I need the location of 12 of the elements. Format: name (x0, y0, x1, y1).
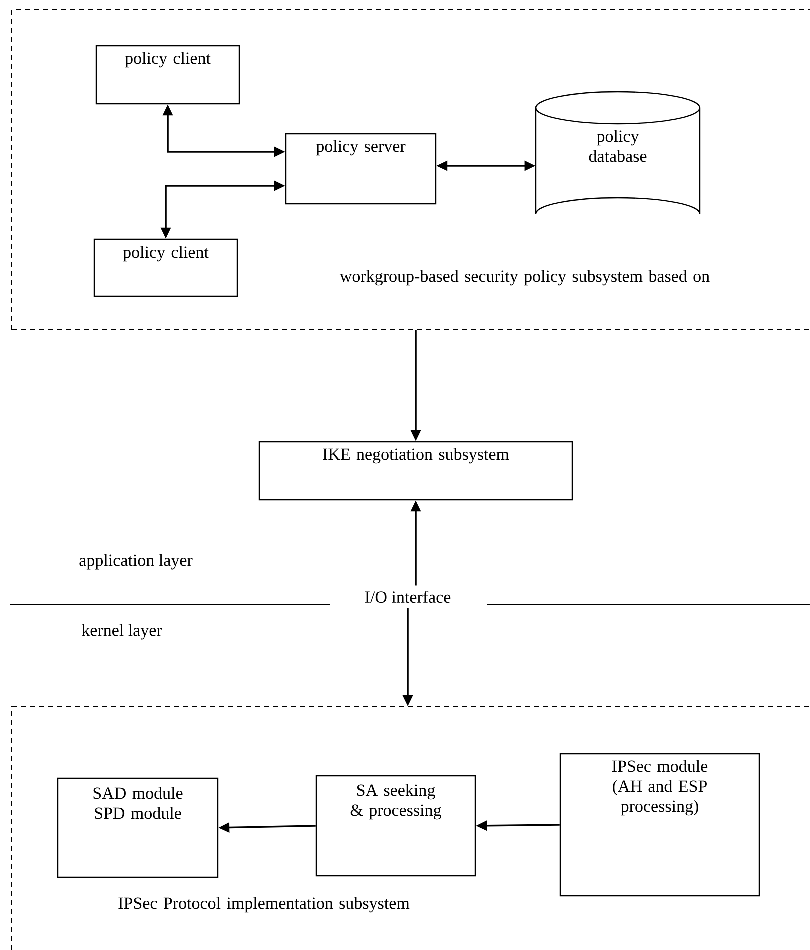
process-box: policy client (94, 238, 238, 298)
process-box: policy server (285, 133, 437, 205)
process-box: IKE negotiation subsystem (258, 441, 574, 501)
layer-label: kernel layer (82, 624, 162, 640)
process-box: IPSec module (AH and ESP processing) (560, 753, 760, 897)
node-label: policy database (589, 130, 647, 162)
interface-label: I/O interface (365, 590, 451, 604)
layer-label: application layer (80, 554, 193, 570)
process-box: SAD module SPD module (57, 778, 219, 878)
database-cylinder: policy database (535, 91, 701, 215)
process-box: policy client (96, 45, 240, 105)
process-box: SA seeking & processing (316, 775, 476, 877)
